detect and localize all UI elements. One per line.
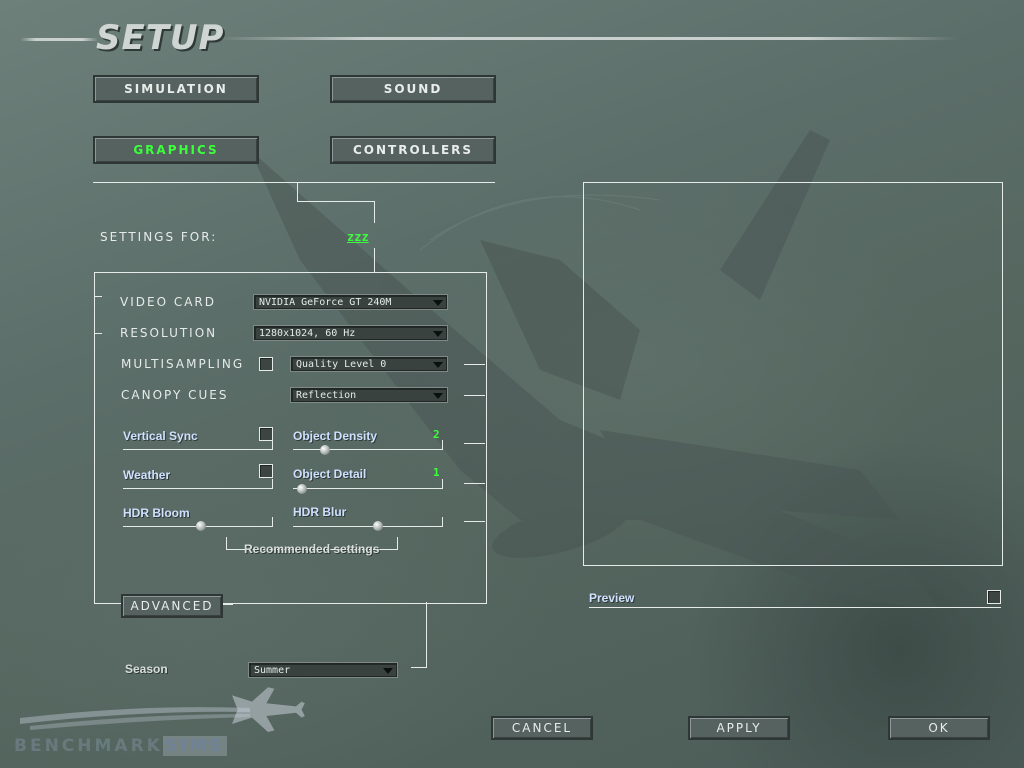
canopy-cues-value: Reflection (296, 390, 357, 401)
connector-line (426, 602, 427, 668)
object-detail-slider-track[interactable] (293, 488, 443, 489)
multisampling-label: Multisampling (121, 357, 245, 371)
hdr-blur-slider-track[interactable] (293, 526, 443, 527)
object-detail-slider-track-end (442, 479, 443, 489)
logo-part1: BENCHMARK (14, 736, 163, 756)
weather-label: Weather (123, 468, 171, 482)
resolution-dropdown[interactable]: 1280x1024, 60 Hz (254, 326, 447, 340)
object-detail-slider-knob[interactable] (297, 484, 307, 494)
apply-button[interactable]: Apply (688, 716, 790, 740)
vertical-sync-underline-end (272, 440, 273, 450)
weather-underline-end (272, 479, 273, 489)
multisampling-value: Quality Level 0 (296, 359, 387, 370)
hdr-blur-label: HDR Blur (293, 505, 347, 519)
preview-label: Preview (589, 591, 635, 605)
tab-sound[interactable]: Sound (330, 75, 496, 103)
settings-for-value[interactable]: zzz (347, 230, 369, 244)
season-dropdown[interactable]: Summer (249, 663, 397, 677)
resolution-label: Resolution (120, 326, 218, 340)
page-title: SETUP (96, 18, 225, 58)
connector-line (464, 521, 485, 522)
video-card-label: Video Card (120, 295, 216, 309)
panel-bracket (94, 296, 102, 334)
connector-line (464, 364, 485, 365)
settings-for-label: Settings For: (100, 230, 218, 244)
video-card-value: NVIDIA GeForce GT 240M (259, 297, 392, 308)
ok-button[interactable]: Ok (888, 716, 990, 740)
dropdown-arrow-icon (433, 393, 443, 399)
dropdown-arrow-icon (433, 300, 443, 306)
object-density-slider-knob[interactable] (320, 445, 330, 455)
weather-underline (123, 488, 273, 489)
preview-underline (589, 607, 1001, 608)
connector-line (297, 201, 374, 202)
object-density-slider-track[interactable] (293, 449, 443, 450)
cancel-button[interactable]: Cancel (491, 716, 593, 740)
object-density-slider-track-end (442, 440, 443, 450)
weather-checkbox[interactable] (259, 464, 273, 478)
connector-line (374, 248, 375, 272)
connector-line (374, 201, 375, 223)
hdr-blur-slider-knob[interactable] (373, 521, 383, 531)
tab-simulation[interactable]: Simulation (93, 75, 259, 103)
recommended-settings-link[interactable]: Recommended settings (244, 542, 380, 556)
object-detail-label: Object Detail (293, 467, 367, 481)
vertical-sync-label: Vertical Sync (123, 429, 198, 443)
object-density-label: Object Density (293, 429, 378, 443)
graphics-settings-panel (94, 272, 487, 604)
season-label: Season (125, 662, 168, 676)
divider-line (93, 182, 495, 183)
vertical-sync-checkbox[interactable] (259, 427, 273, 441)
object-detail-value: 1 (433, 466, 440, 479)
connector-line (464, 395, 485, 396)
canopy-cues-label: Canopy Cues (121, 388, 229, 402)
vertical-sync-underline (123, 449, 273, 450)
dropdown-arrow-icon (433, 362, 443, 368)
preview-checkbox[interactable] (987, 590, 1001, 604)
video-card-dropdown[interactable]: NVIDIA GeForce GT 240M (254, 295, 447, 309)
hdr-bloom-label: HDR Bloom (123, 506, 190, 520)
tab-controllers[interactable]: Controllers (330, 136, 496, 164)
logo-part2: SIMS (162, 736, 227, 756)
connector-line (223, 604, 233, 605)
multisampling-dropdown[interactable]: Quality Level 0 (291, 357, 447, 371)
connector-line (464, 483, 485, 484)
connector-line (411, 667, 427, 668)
object-density-value: 2 (433, 428, 440, 441)
resolution-value: 1280x1024, 60 Hz (259, 328, 356, 339)
hdr-bloom-slider-knob[interactable] (196, 521, 206, 531)
title-line-left (20, 38, 98, 41)
recommended-bracket (226, 537, 398, 550)
preview-frame (583, 182, 1003, 566)
hdr-bloom-slider-track-end (272, 517, 273, 527)
hdr-blur-slider-track-end (442, 517, 443, 527)
title-line-right (216, 37, 958, 40)
dropdown-arrow-icon (383, 668, 393, 674)
season-value: Summer (254, 665, 291, 676)
canopy-cues-dropdown[interactable]: Reflection (291, 388, 447, 402)
jet-logo-icon (20, 687, 305, 732)
connector-line (464, 443, 485, 444)
tab-graphics[interactable]: Graphics (93, 136, 259, 164)
dropdown-arrow-icon (433, 331, 443, 337)
multisampling-checkbox[interactable] (259, 357, 273, 371)
advanced-button[interactable]: Advanced (121, 594, 223, 618)
connector-line (297, 183, 298, 201)
